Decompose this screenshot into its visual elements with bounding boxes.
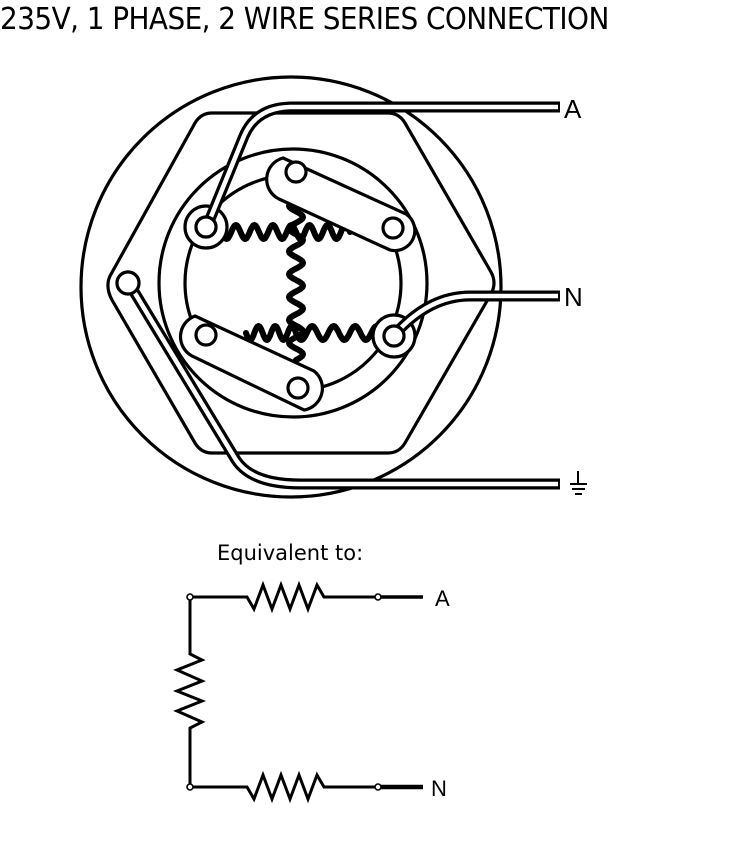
coil-lower-right: [293, 323, 385, 343]
earth-terminal-top: [115, 270, 141, 296]
terminal-t4: [194, 323, 218, 347]
coil-upper-right: [293, 222, 353, 242]
diagram-title: 235V, 1 PHASE, 2 WIRE SERIES CONNECTION: [0, 2, 609, 37]
coil-lower-left: [243, 323, 299, 343]
earth-wire-core: [131, 288, 558, 487]
link-bar-upper: [265, 156, 417, 253]
terminal-t2: [284, 160, 308, 184]
equivalent-label-a: A: [435, 586, 450, 611]
node-top-left: [186, 593, 194, 601]
lead-label-n: N: [564, 282, 583, 312]
left-resistor: [172, 597, 207, 787]
bottom-resistor: [190, 770, 376, 804]
node-top-right: [374, 593, 382, 601]
lead-n-wire-core: [394, 293, 558, 335]
coil-vertical: [286, 197, 306, 363]
terminal-t1-top: [194, 215, 218, 239]
node-bottom-right: [374, 783, 382, 791]
hex-nut-outline: [106, 111, 496, 455]
outer-flange-circle: [79, 75, 503, 499]
terminal-t6-top: [382, 324, 406, 348]
terminal-t5: [286, 376, 310, 400]
top-resistor: [190, 580, 376, 614]
terminal-t3: [381, 216, 405, 240]
coil-upper-left: [219, 222, 299, 242]
node-bottom-left: [186, 783, 194, 791]
middle-ring: [157, 147, 429, 419]
equivalent-circuit: [172, 580, 423, 804]
equivalent-label-n: N: [431, 776, 447, 801]
equivalent-heading: Equivalent to:: [217, 541, 363, 565]
heating-coils: [219, 197, 385, 363]
lead-a-wire-core: [205, 104, 558, 225]
earth-symbol-icon: [570, 471, 587, 495]
lead-label-a: A: [564, 94, 582, 124]
